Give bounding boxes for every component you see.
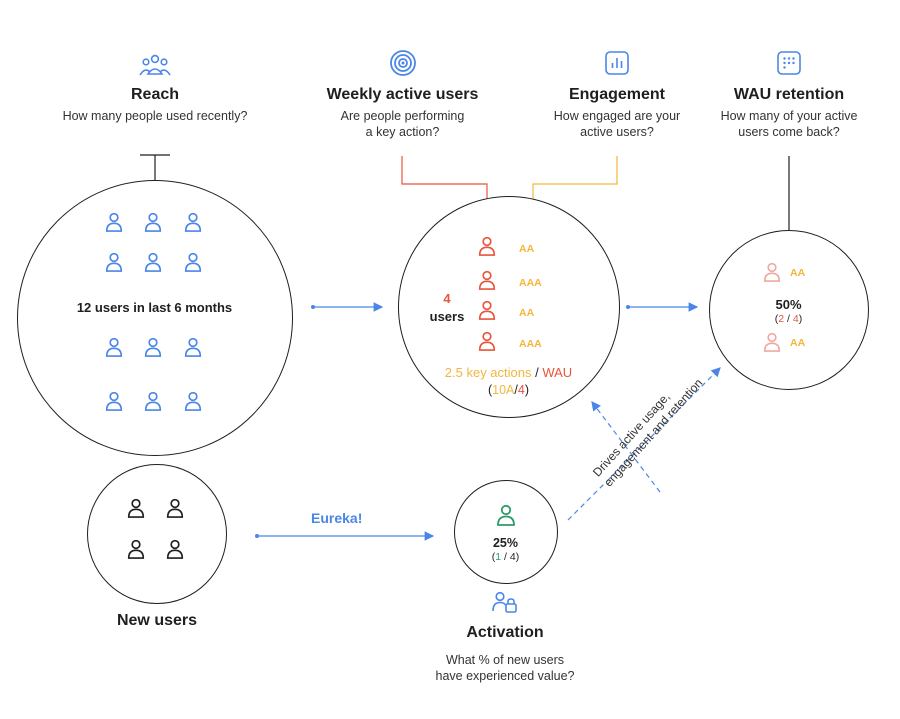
user-icon bbox=[104, 251, 124, 278]
new-user-icon bbox=[165, 538, 185, 565]
new-user-icon bbox=[165, 497, 185, 524]
retention-frac-open: ( bbox=[774, 313, 779, 325]
reach-title: Reach bbox=[130, 86, 180, 103]
activation-footer: Activation What % of new users have expe… bbox=[405, 590, 605, 684]
user-icon bbox=[183, 390, 203, 417]
active-user-icon bbox=[477, 269, 497, 296]
reach-circle-label: 12 users in last 6 months bbox=[76, 300, 233, 315]
user-icon bbox=[104, 336, 124, 363]
wau-count: 4 bbox=[443, 291, 451, 306]
activation-frac-num: 1 bbox=[495, 551, 502, 563]
key-action-label: AAA bbox=[519, 277, 542, 289]
retention-frac-num: 2 bbox=[778, 313, 785, 325]
user-icon bbox=[183, 336, 203, 363]
engagement-subtitle-1: How engaged are your bbox=[553, 109, 681, 123]
wau-formula-den: 4 bbox=[517, 383, 525, 397]
retention-frac-close: ) bbox=[798, 313, 803, 325]
activation-subtitle-2: have experienced value? bbox=[435, 669, 575, 683]
new-user-icon bbox=[126, 497, 146, 524]
user-icon bbox=[183, 211, 203, 238]
wau-actions-unit: WAU bbox=[542, 365, 573, 380]
wau-to-retention-arrow bbox=[626, 302, 699, 312]
user-icon bbox=[143, 251, 163, 278]
retention-percent: 50% bbox=[775, 297, 802, 312]
reach-circle: 12 users in last 6 months bbox=[17, 180, 293, 456]
activation-subtitle-1: What % of new users bbox=[445, 653, 565, 667]
retention-frac-slash: / bbox=[784, 313, 793, 325]
activation-percent: 25% bbox=[492, 536, 519, 550]
user-icon bbox=[183, 251, 203, 278]
activation-frac-slash: / bbox=[501, 551, 510, 563]
key-action-label: AA bbox=[519, 307, 535, 319]
activation-fraction: (1 / 4) bbox=[455, 551, 556, 563]
user-icon bbox=[104, 211, 124, 238]
bar-chart-icon bbox=[527, 50, 707, 78]
retention-circle: AA AA 50% (2 / 4) bbox=[709, 230, 869, 390]
wau-actions-line: 2.5 key actions / WAU bbox=[399, 365, 618, 380]
retention-subtitle-2: users come back? bbox=[738, 125, 840, 139]
wau-formula: (10A/4) bbox=[399, 383, 618, 397]
user-icon bbox=[143, 390, 163, 417]
active-user-icon bbox=[477, 235, 497, 262]
key-action-label: AA bbox=[519, 243, 535, 255]
retained-user-icon bbox=[762, 261, 782, 288]
engagement-header: Engagement How engaged are your active u… bbox=[527, 50, 707, 140]
wau-count-label: users bbox=[429, 309, 465, 324]
key-action-label: AA bbox=[790, 267, 806, 279]
wau-actions-sep: / bbox=[531, 365, 543, 380]
user-check-icon bbox=[405, 590, 605, 616]
engagement-title: Engagement bbox=[568, 86, 665, 103]
wau-formula-slash: / bbox=[514, 383, 518, 397]
reach-subtitle: How many people used recently? bbox=[62, 109, 248, 123]
grid-dots-icon bbox=[699, 50, 879, 78]
key-action-label: AA bbox=[790, 337, 806, 349]
retention-frac-den: 4 bbox=[792, 313, 799, 325]
wau-actions-value: 2.5 key actions bbox=[444, 365, 532, 380]
retention-subtitle-1: How many of your active bbox=[720, 109, 858, 123]
target-icon bbox=[300, 48, 505, 78]
activation-frac-close: ) bbox=[515, 551, 520, 563]
retained-user-icon bbox=[762, 331, 782, 358]
activation-frac-den: 4 bbox=[509, 551, 516, 563]
new-users-title: New users bbox=[116, 612, 198, 629]
active-user-icon bbox=[477, 299, 497, 326]
activated-user-icon bbox=[495, 503, 517, 532]
wau-formula-close: ) bbox=[524, 383, 530, 397]
retention-header: WAU retention How many of your active us… bbox=[699, 50, 879, 140]
activation-frac-open: ( bbox=[491, 551, 496, 563]
reach-header: Reach How many people used recently? bbox=[55, 52, 255, 124]
eureka-label: Eureka! bbox=[311, 510, 363, 526]
reach-connector bbox=[140, 154, 170, 180]
activation-circle: 25% (1 / 4) bbox=[454, 480, 558, 584]
new-users-circle bbox=[87, 464, 227, 604]
active-user-icon bbox=[477, 330, 497, 357]
key-action-label: AAA bbox=[519, 338, 542, 350]
drives-arrows bbox=[567, 367, 721, 521]
user-icon bbox=[143, 336, 163, 363]
new-user-icon bbox=[126, 538, 146, 565]
eureka-arrow bbox=[255, 531, 435, 541]
wau-subtitle-2: a key action? bbox=[365, 125, 440, 139]
users-group-icon bbox=[55, 52, 255, 80]
engagement-subtitle-2: active users? bbox=[580, 125, 654, 139]
reach-to-wau-arrow bbox=[311, 302, 384, 312]
wau-formula-num: 10A bbox=[492, 383, 515, 397]
user-icon bbox=[143, 211, 163, 238]
retention-title: WAU retention bbox=[733, 86, 845, 103]
wau-title: Weekly active users bbox=[326, 86, 479, 103]
retention-fraction: (2 / 4) bbox=[710, 313, 867, 325]
wau-header: Weekly active users Are people performin… bbox=[300, 48, 505, 140]
activation-title: Activation bbox=[466, 624, 544, 641]
user-icon bbox=[104, 390, 124, 417]
wau-formula-open: ( bbox=[487, 383, 493, 397]
wau-subtitle-1: Are people performing bbox=[340, 109, 465, 123]
